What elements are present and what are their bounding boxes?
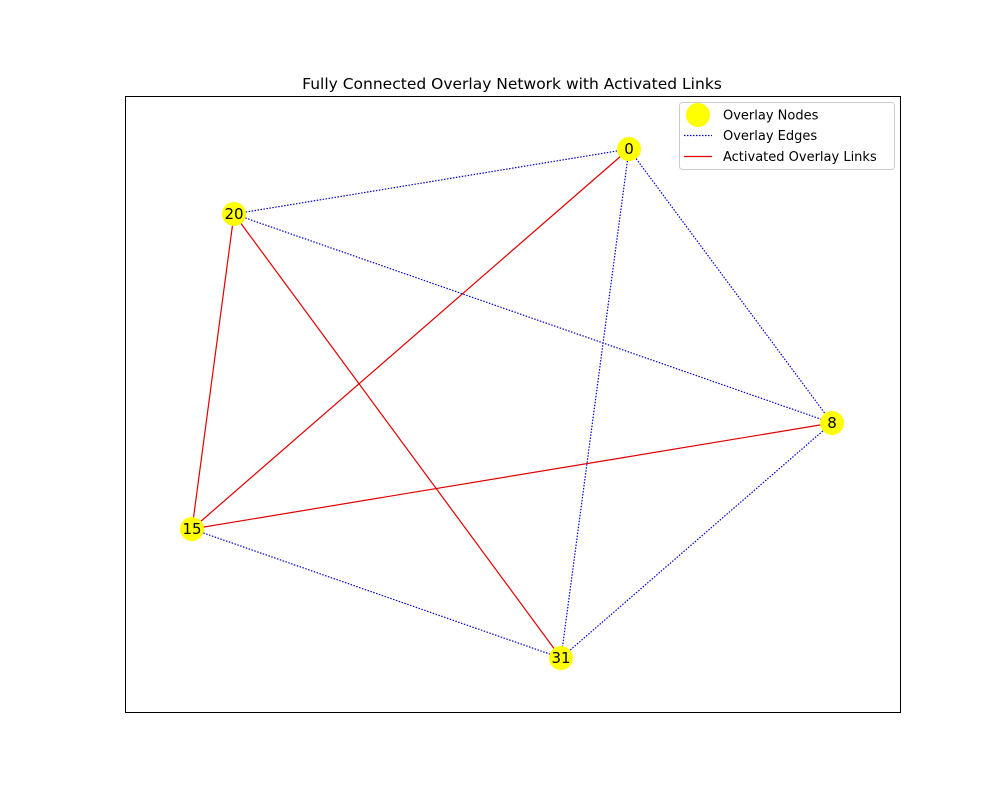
node-circle-31	[549, 646, 573, 670]
legend-label-activated-links: Activated Overlay Links	[723, 150, 877, 165]
node-circle-15	[180, 517, 204, 541]
legend: Overlay Nodes Overlay Edges Activated Ov…	[679, 102, 895, 170]
node-15: 15	[180, 517, 204, 541]
node-label-0: 0	[624, 140, 634, 158]
activated-edge-20-31	[233, 213, 562, 659]
node-label-20: 20	[224, 205, 243, 223]
overlay-edge-0-31	[560, 148, 630, 659]
node-circle-8	[820, 411, 844, 435]
legend-node-marker	[686, 103, 710, 127]
node-8: 8	[820, 411, 844, 435]
node-label-15: 15	[182, 520, 201, 538]
activated-edge-20-15	[191, 213, 235, 530]
nodes-group: 0 8 15 20 31	[180, 137, 844, 670]
legend-label-nodes: Overlay Nodes	[723, 109, 819, 124]
node-circle-0	[617, 137, 641, 161]
overlay-edge-0-8	[628, 148, 833, 424]
node-label-31: 31	[551, 649, 570, 667]
overlay-edge-15-31	[191, 528, 562, 659]
node-31: 31	[549, 646, 573, 670]
overlay-edge-0-20	[233, 148, 630, 215]
activated-edge-0-15	[191, 148, 630, 530]
activated-links-group	[191, 148, 833, 659]
node-label-8: 8	[827, 414, 837, 432]
node-0: 0	[617, 137, 641, 161]
legend-box	[679, 102, 895, 170]
overlay-edges-group	[191, 148, 833, 659]
plot-frame	[125, 96, 901, 713]
overlay-edge-20-8	[233, 213, 833, 424]
legend-label-overlay-edges: Overlay Edges	[723, 129, 817, 144]
activated-edge-15-8	[191, 422, 833, 530]
overlay-edge-8-31	[560, 422, 833, 659]
diagram-title: Fully Connected Overlay Network with Act…	[302, 75, 722, 93]
node-circle-20	[222, 202, 246, 226]
node-20: 20	[222, 202, 246, 226]
